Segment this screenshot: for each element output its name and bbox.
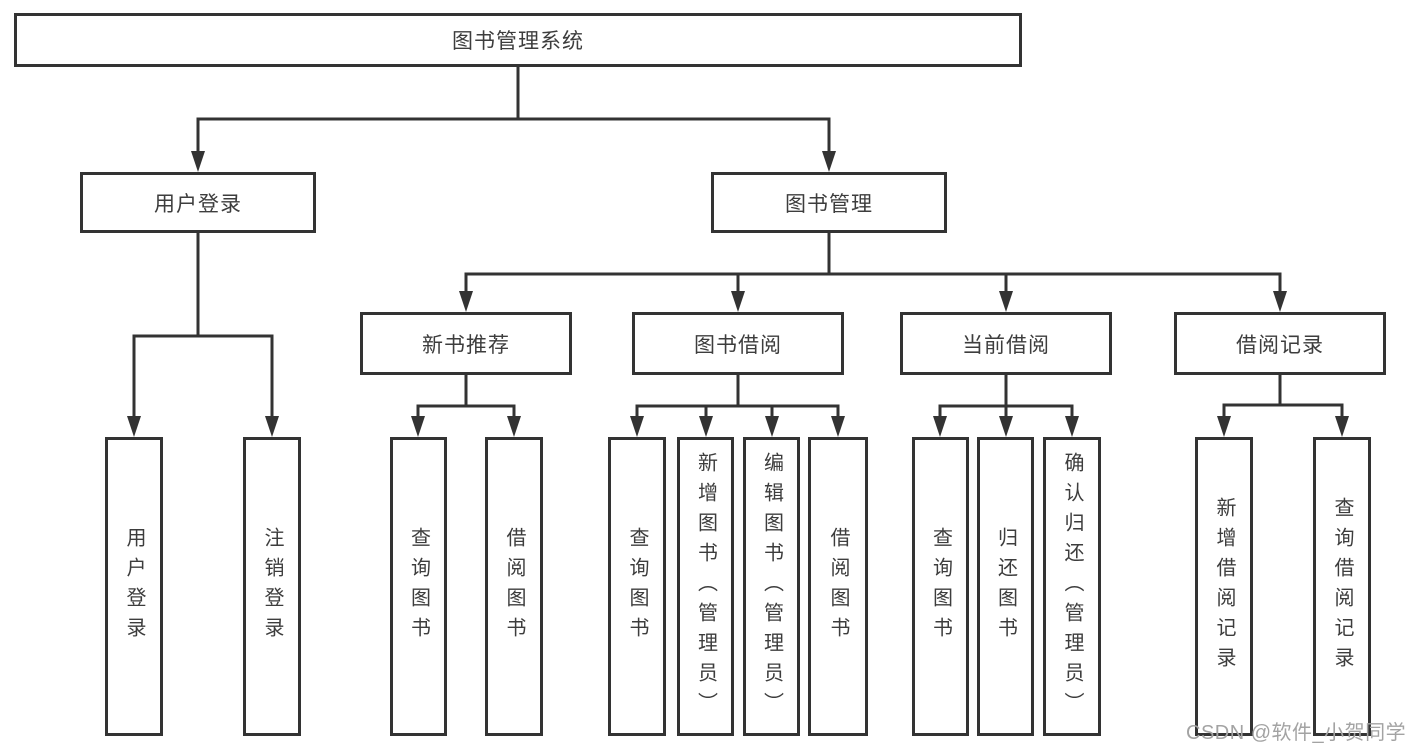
leaf-add-borrow-record: 新增借阅记录	[1195, 437, 1253, 736]
leaf-confirm-return-admin-label: 确认归还（管理员）	[1061, 451, 1083, 722]
leaf-add-books-admin-label: 新增图书（管理员）	[694, 451, 717, 722]
node-user-login-label: 用户登录	[154, 192, 242, 216]
node-book-borrowing-label: 图书借阅	[694, 333, 782, 357]
watermark: CSDN @软件_小贺同学	[1186, 722, 1405, 744]
leaf-edit-books-admin-label: 编辑图书（管理员）	[760, 451, 783, 722]
node-new-book-recommendation: 新书推荐	[360, 312, 572, 375]
node-book-management-label: 图书管理	[785, 192, 873, 216]
leaf-confirm-return-admin: 确认归还（管理员）	[1043, 437, 1101, 736]
leaf-add-borrow-record-label: 新增借阅记录	[1213, 496, 1235, 677]
leaf-logout-login-label: 注销登录	[261, 526, 283, 647]
leaf-borrow-books-label: 借阅图书	[827, 526, 849, 647]
leaf-query-borrow-record: 查询借阅记录	[1313, 437, 1371, 736]
leaf-query-books-recommend-label: 查询图书	[407, 526, 430, 647]
leaf-query-books-borrow-label: 查询图书	[626, 526, 648, 647]
leaf-user-login: 用户登录	[105, 437, 163, 736]
node-root-label: 图书管理系统	[452, 30, 584, 53]
leaf-add-books-admin: 新增图书（管理员）	[677, 437, 734, 736]
leaf-query-books-borrow: 查询图书	[608, 437, 666, 736]
leaf-edit-books-admin: 编辑图书（管理员）	[743, 437, 800, 736]
node-current-borrowing-label: 当前借阅	[962, 333, 1050, 357]
node-book-management: 图书管理	[711, 172, 947, 233]
leaf-borrow-books-recommend: 借阅图书	[485, 437, 543, 736]
leaf-borrow-books-recommend-label: 借阅图书	[503, 526, 525, 647]
node-borrowing-records-label: 借阅记录	[1236, 333, 1324, 357]
leaf-query-books-current: 查询图书	[912, 437, 969, 736]
leaf-return-books: 归还图书	[977, 437, 1034, 736]
leaf-borrow-books: 借阅图书	[808, 437, 868, 736]
leaf-logout-login: 注销登录	[243, 437, 301, 736]
node-current-borrowing: 当前借阅	[900, 312, 1112, 375]
leaf-query-books-current-label: 查询图书	[929, 526, 952, 647]
leaf-user-login-label: 用户登录	[123, 526, 145, 647]
node-user-login: 用户登录	[80, 172, 316, 233]
leaf-query-books-recommend: 查询图书	[390, 437, 447, 736]
node-root: 图书管理系统	[14, 13, 1022, 67]
leaf-query-borrow-record-label: 查询借阅记录	[1331, 496, 1353, 677]
node-new-book-recommendation-label: 新书推荐	[422, 333, 510, 357]
node-borrowing-records: 借阅记录	[1174, 312, 1386, 375]
node-book-borrowing: 图书借阅	[632, 312, 844, 375]
leaf-return-books-label: 归还图书	[994, 526, 1017, 647]
